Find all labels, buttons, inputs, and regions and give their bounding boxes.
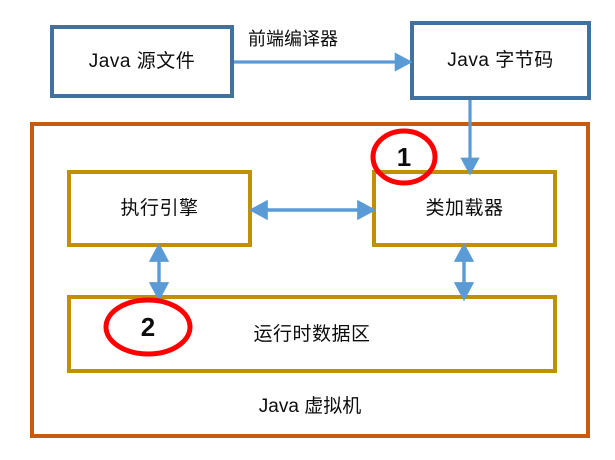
node-execution-engine: 执行引擎 <box>67 170 252 247</box>
node-execution-engine-label: 执行引擎 <box>120 198 199 219</box>
container-java-virtual-machine <box>30 122 590 438</box>
container-jvm-caption: Java 虚拟机 <box>258 396 362 417</box>
node-class-loader: 类加载器 <box>372 170 557 247</box>
node-java-bytecode-label: Java 字节码 <box>447 50 554 71</box>
node-class-loader-label: 类加载器 <box>425 198 504 219</box>
node-runtime-data-area-label: 运行时数据区 <box>253 323 371 345</box>
marker-number-1: 1 <box>396 142 412 172</box>
node-java-bytecode: Java 字节码 <box>410 21 591 100</box>
edge-label-frontend-compiler: 前端编译器 <box>248 29 338 49</box>
marker-number-2: 2 <box>140 312 156 342</box>
node-java-source-file-label: Java 源文件 <box>88 51 196 72</box>
node-java-source-file: Java 源文件 <box>50 25 234 98</box>
